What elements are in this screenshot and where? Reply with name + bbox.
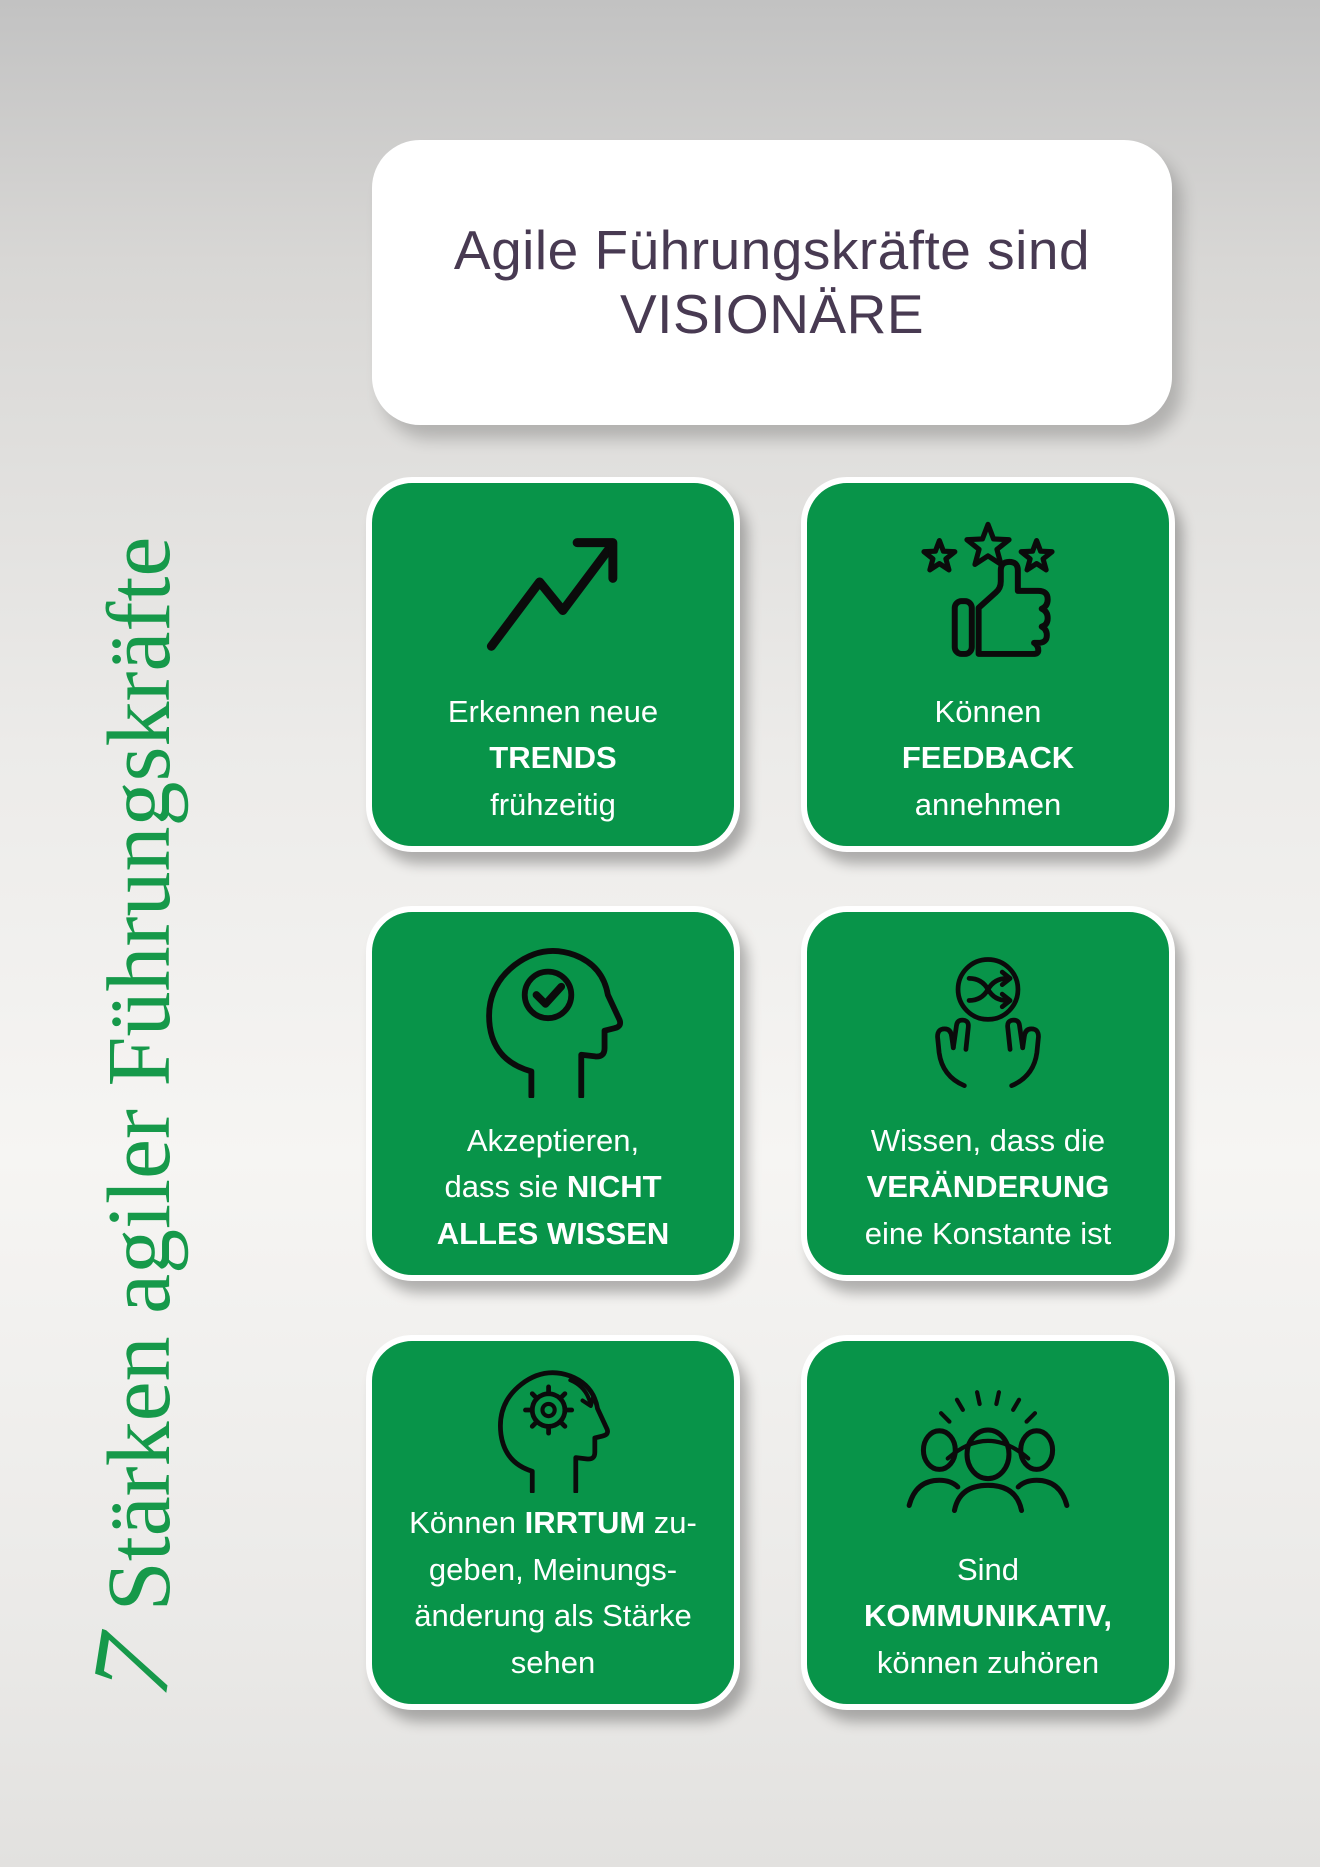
hands-shuffle-icon — [935, 956, 1041, 1088]
card-icon-area — [807, 483, 1169, 689]
vertical-title-text: Stärken agiler Führungskräfte — [90, 536, 189, 1612]
vertical-title-number: 7 — [67, 1628, 199, 1704]
people-group-icon — [906, 1389, 1070, 1513]
vertical-title: 7 Stärken agiler Führungskräfte — [62, 488, 217, 1744]
head-check-icon — [486, 947, 624, 1098]
card-icon-area — [372, 1341, 734, 1500]
head-gear-icon — [498, 1369, 610, 1493]
trend-up-icon — [486, 537, 618, 651]
card-text: Können IRRTUM zu-geben, Meinungs-änderun… — [409, 1505, 697, 1680]
card-icon-area — [372, 912, 734, 1118]
title-card: Agile Führungskräfte sind VISIONÄRE — [372, 140, 1172, 425]
thumbs-up-stars-icon — [921, 521, 1055, 657]
card-icon-area — [372, 483, 734, 689]
card-admit-error: Können IRRTUM zu-geben, Meinungs-änderun… — [366, 1335, 740, 1710]
card-icon-area — [807, 1341, 1169, 1547]
card-icon-area — [807, 912, 1169, 1118]
title-line-1: Agile Führungskräfte sind — [453, 218, 1091, 281]
title-line-2: VISIONÄRE — [619, 282, 925, 345]
